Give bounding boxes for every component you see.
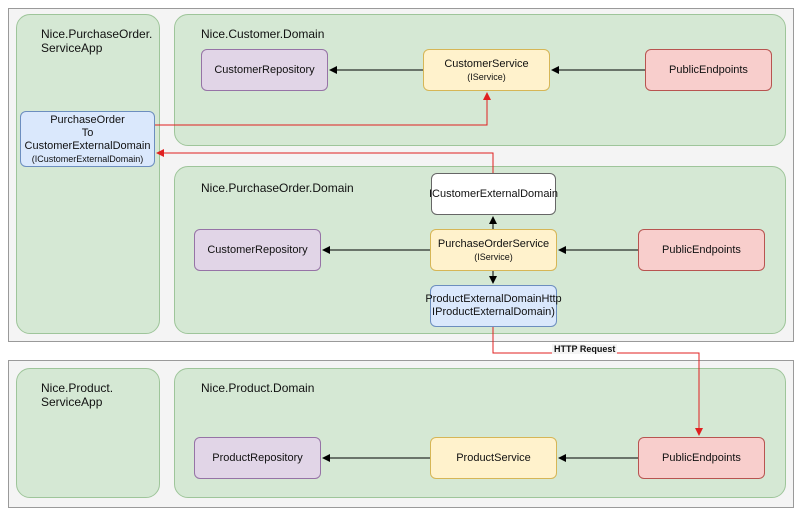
node-label: CustomerService	[444, 57, 529, 70]
purchase-order-public-endpoints[interactable]: PublicEndpoints	[638, 229, 765, 271]
zone-title: Nice.Product.Domain	[201, 381, 315, 395]
product-external-domain-http[interactable]: ProductExternalDomainHttp IProductExtern…	[425, 285, 562, 327]
purchase-order-service[interactable]: PurchaseOrderService (IService)	[430, 229, 557, 271]
http-request-label: HTTP Request	[552, 344, 618, 354]
adapter-line-1: PurchaseOrder	[50, 113, 125, 126]
node-label: ProductExternalDomainHttp	[425, 293, 562, 305]
node-interface: (IService)	[474, 251, 513, 262]
adapter-line-2: To	[81, 126, 94, 139]
purchase-order-customer-repository[interactable]: CustomerRepository	[194, 229, 321, 271]
node-label: ProductRepository	[212, 451, 303, 464]
node-label: CustomerRepository	[207, 243, 308, 256]
product-repository[interactable]: ProductRepository	[194, 437, 321, 479]
zone-title: Nice.Product. ServiceApp	[41, 381, 114, 409]
node-label: CustomerRepository	[214, 63, 315, 76]
node-label: ProductService	[456, 451, 531, 464]
node-label: PublicEndpoints	[662, 243, 741, 256]
node-label: ICustomerExternalDomain	[429, 187, 558, 200]
customer-external-domain-interface[interactable]: ICustomerExternalDomain	[429, 173, 558, 215]
zone-title: Nice.Customer.Domain	[201, 27, 325, 41]
customer-service[interactable]: CustomerService (IService)	[423, 49, 550, 91]
edge-external-interface-to-adapter	[156, 149, 494, 173]
node-label: PurchaseOrderService	[437, 237, 550, 250]
zone-title: Nice.PurchaseOrder. ServiceApp	[41, 27, 153, 55]
node-interface: IProductExternalDomain)	[432, 306, 555, 318]
node-interface: (IService)	[467, 71, 506, 82]
node-label: PublicEndpoints	[669, 63, 748, 76]
edge-adapter-to-customer-service	[155, 92, 491, 126]
product-public-endpoints[interactable]: PublicEndpoints	[638, 437, 765, 479]
zone-title: Nice.PurchaseOrder.Domain	[201, 181, 354, 195]
product-service[interactable]: ProductService	[430, 437, 557, 479]
customer-public-endpoints[interactable]: PublicEndpoints	[645, 49, 772, 91]
purchase-order-service-app-zone: Nice.PurchaseOrder. ServiceApp	[16, 14, 160, 334]
customer-repository[interactable]: CustomerRepository	[201, 49, 328, 91]
adapter-line-3: CustomerExternalDomain	[24, 139, 151, 152]
product-service-app-zone: Nice.Product. ServiceApp	[16, 368, 160, 498]
purchase-order-to-customer-adapter[interactable]: PurchaseOrder To CustomerExternalDomain …	[20, 111, 155, 167]
adapter-interface: (ICustomerExternalDomain)	[31, 153, 144, 164]
node-label: PublicEndpoints	[662, 451, 741, 464]
